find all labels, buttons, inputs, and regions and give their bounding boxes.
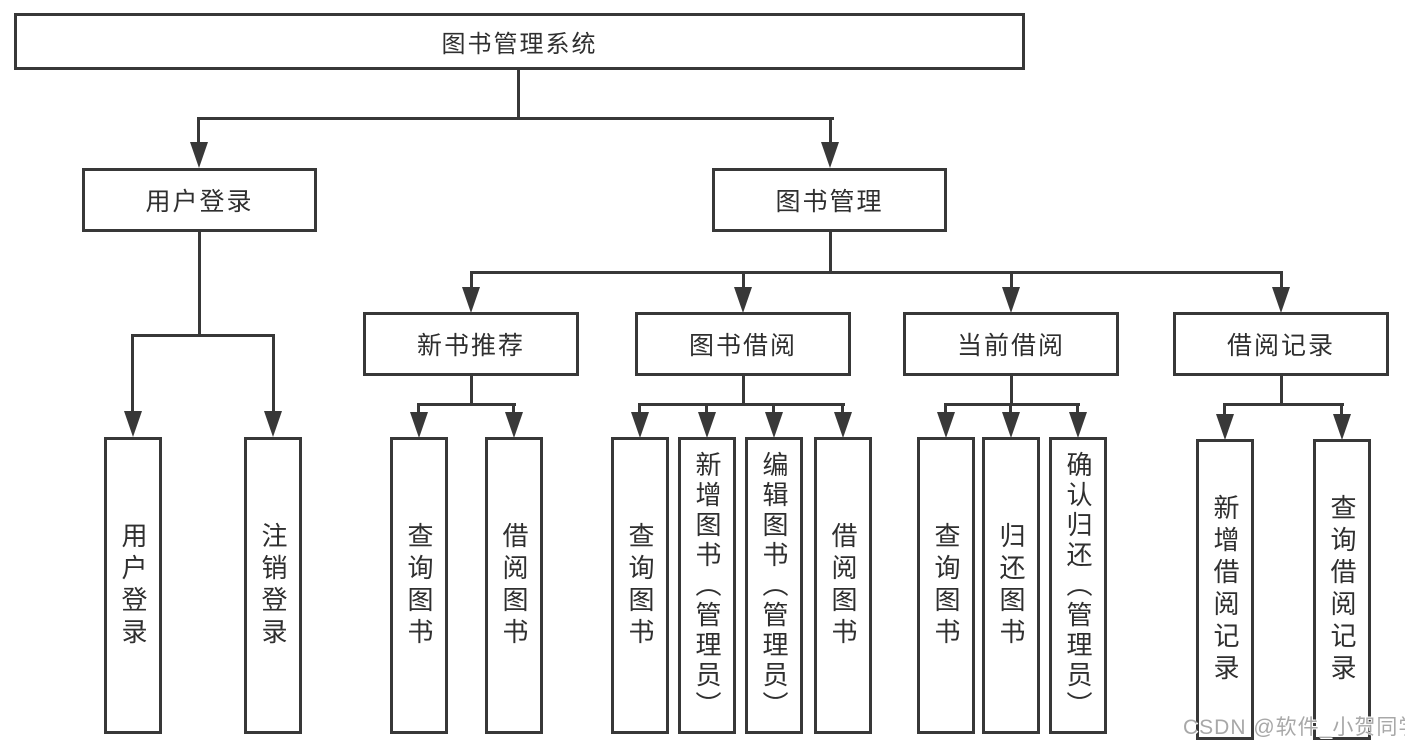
connector-line <box>131 334 275 337</box>
arrowhead-icon <box>834 412 852 438</box>
connector-line <box>638 403 641 415</box>
connector-line <box>1340 403 1343 417</box>
node-root: 图书管理系统 <box>14 13 1025 70</box>
leaf-query-borrow-record: 查询借阅记录 <box>1313 439 1371 740</box>
arrowhead-icon <box>765 412 783 438</box>
connector-line <box>417 403 420 415</box>
arrowhead-icon <box>698 412 716 438</box>
arrowhead-icon <box>1333 414 1351 440</box>
arrowhead-icon <box>190 142 208 168</box>
connector-line <box>944 403 1080 406</box>
arrowhead-icon <box>1002 287 1020 313</box>
node-book-management: 图书管理 <box>712 168 947 232</box>
leaf-logout: 注销登录 <box>244 437 302 734</box>
connector-line <box>1280 271 1283 288</box>
arrowhead-icon <box>821 142 839 168</box>
arrowhead-icon <box>937 412 955 438</box>
connector-line <box>742 271 745 288</box>
leaf-borrow-books: 借阅图书 <box>814 437 872 734</box>
connector-line <box>841 403 844 415</box>
node-section-current-borrow: 当前借阅 <box>903 312 1119 376</box>
connector-line <box>1010 271 1013 288</box>
connector-line <box>1009 403 1012 415</box>
leaf-edit-books-admin: 编辑图书（管理员） <box>745 437 803 734</box>
connector-line <box>470 376 473 406</box>
arrowhead-icon <box>1069 412 1087 438</box>
connector-line <box>197 117 834 120</box>
connector-line <box>470 271 1283 274</box>
leaf-query-books-newbooks: 查询图书 <box>390 437 448 734</box>
connector-line <box>198 230 201 337</box>
leaf-query-books-current: 查询图书 <box>917 437 975 734</box>
arrowhead-icon <box>1272 287 1290 313</box>
connector-line <box>417 403 516 406</box>
connector-line <box>772 403 775 415</box>
arrowhead-icon <box>631 412 649 438</box>
connector-line <box>1223 403 1226 417</box>
node-section-book-borrow: 图书借阅 <box>635 312 851 376</box>
connector-line <box>470 271 473 288</box>
leaf-add-borrow-record: 新增借阅记录 <box>1196 439 1254 740</box>
leaf-borrow-books-newbooks: 借阅图书 <box>485 437 543 734</box>
connector-line <box>1280 376 1283 406</box>
leaf-confirm-return-admin: 确认归还（管理员） <box>1049 437 1107 734</box>
connector-line <box>638 403 845 406</box>
arrowhead-icon <box>1216 414 1234 440</box>
connector-line <box>829 117 832 144</box>
connector-line <box>1223 403 1344 406</box>
csdn-watermark: CSDN @软件_小贺同学 <box>1183 716 1405 739</box>
connector-line <box>742 376 745 406</box>
connector-line <box>197 117 200 144</box>
arrowhead-icon <box>734 287 752 313</box>
connector-line <box>705 403 708 415</box>
arrowhead-icon <box>264 411 282 437</box>
node-section-new-books: 新书推荐 <box>363 312 579 376</box>
arrowhead-icon <box>1002 412 1020 438</box>
connector-line <box>517 69 520 120</box>
leaf-query-books-borrow: 查询图书 <box>611 437 669 734</box>
leaf-return-books: 归还图书 <box>982 437 1040 734</box>
arrowhead-icon <box>410 412 428 438</box>
connector-line <box>944 403 947 415</box>
connector-line <box>829 230 832 273</box>
connector-line <box>1076 403 1079 415</box>
node-user-login: 用户登录 <box>82 168 317 232</box>
arrowhead-icon <box>505 412 523 438</box>
node-section-borrow-records: 借阅记录 <box>1173 312 1389 376</box>
connector-line <box>272 334 275 413</box>
arrowhead-icon <box>462 287 480 313</box>
connector-line <box>512 403 515 415</box>
connector-line <box>131 334 134 413</box>
connector-line <box>1010 376 1013 406</box>
leaf-add-books-admin: 新增图书（管理员） <box>678 437 736 734</box>
leaf-user-login: 用户登录 <box>104 437 162 734</box>
arrowhead-icon <box>124 411 142 437</box>
